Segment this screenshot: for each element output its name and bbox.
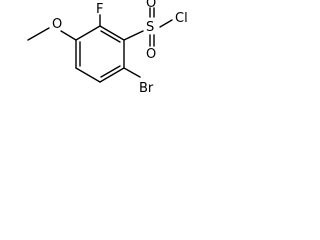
- chlorine-atom-label: Cl: [175, 11, 188, 26]
- bond-ring-c4-c5: [75, 67, 101, 83]
- chemical-structure-diagram: F O S O O Cl Br: [27, 0, 188, 96]
- bond-c2-sulfur: [123, 30, 144, 41]
- bond-ring-inner-c1-c2: [100, 30, 121, 43]
- bond-oxygen-methyl: [27, 27, 50, 41]
- bond-sulfur-chlorine: [159, 19, 173, 28]
- bond-ring-c6-c1: [75, 25, 101, 41]
- bond-c6-oxygen: [60, 30, 77, 41]
- bond-ring-inner-c3-c4: [100, 65, 121, 78]
- methoxy-oxygen-label: O: [52, 17, 62, 32]
- sulfonyl-oxygen-bottom-label: O: [146, 47, 156, 62]
- bond-ring-c3-c4: [99, 67, 125, 83]
- sulfur-atom-label: S: [146, 20, 154, 35]
- fluorine-atom-label: F: [96, 2, 103, 17]
- bromine-atom-label: Br: [139, 81, 154, 96]
- bond-ring-c1-c2: [99, 25, 125, 41]
- benzene-ring: [75, 25, 125, 83]
- sulfonyl-oxygen-top-label: O: [146, 0, 156, 11]
- bond-c3-bromine: [123, 67, 141, 78]
